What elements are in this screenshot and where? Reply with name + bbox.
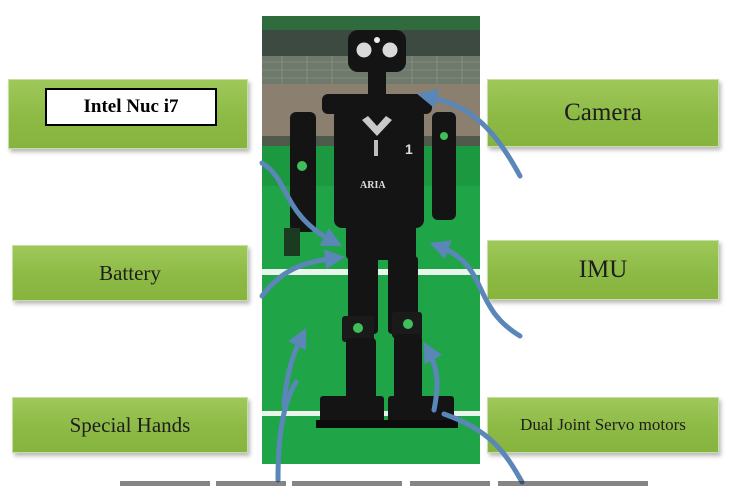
robot-eye-right: [379, 39, 401, 61]
knee-joint-left: [353, 323, 363, 333]
foot-left-plate: [316, 420, 388, 428]
robot-arm-left: [290, 112, 316, 232]
intel-nuc-label: Intel Nuc i7: [45, 88, 217, 126]
camera-label: Camera: [487, 79, 719, 147]
robot-arm-right: [432, 112, 456, 220]
chest-number: 1: [405, 141, 413, 157]
special-hand-left: [284, 228, 300, 256]
chest-brand: ARIA: [360, 180, 386, 191]
intel-nuc-label-box: Intel Nuc i7: [8, 79, 248, 149]
robot-torso: [334, 108, 424, 228]
cropped-caption: [120, 481, 648, 486]
leg-left-lower: [346, 338, 376, 400]
imu-label: IMU: [487, 240, 719, 300]
leg-right-lower: [394, 334, 422, 400]
arrow-special-hands-upper: [281, 327, 307, 409]
right-elbow-joint: [440, 132, 448, 140]
chest-stripe: [374, 140, 378, 156]
arrow-intel-nuc: [259, 160, 342, 247]
arrow-servo-lower: [441, 411, 525, 485]
arrow-camera: [417, 88, 523, 179]
camera-label-text: Camera: [564, 99, 642, 126]
knee-joint-right: [403, 319, 413, 329]
servo-motors-label: Dual Joint Servo motors: [487, 397, 719, 453]
arrow-special-hands-lower: [275, 379, 299, 483]
battery-label-text: Battery: [99, 260, 161, 285]
special-hands-label: Special Hands: [12, 397, 248, 453]
arrow-battery: [259, 249, 345, 299]
robot-eye-left: [353, 39, 375, 61]
jersey-collar: [362, 116, 392, 136]
imu-label-text: IMU: [578, 256, 628, 283]
arrow-servo-upper: [423, 342, 443, 413]
battery-label: Battery: [12, 245, 248, 301]
robot-neck: [368, 72, 386, 98]
foot-right-plate: [384, 420, 458, 428]
robot: 1 ARIA: [284, 30, 458, 428]
leg-left-upper: [348, 256, 378, 334]
robot-photo: 1 ARIA: [262, 16, 480, 464]
arrow-imu: [429, 240, 523, 339]
top-green-strip: [262, 16, 480, 30]
servo-motors-label-text: Dual Joint Servo motors: [520, 415, 686, 434]
special-hands-label-text: Special Hands: [69, 412, 191, 437]
robot-hips: [346, 224, 416, 260]
left-elbow-joint: [297, 161, 307, 171]
camera-lens: [374, 37, 380, 43]
foot-left: [320, 396, 384, 426]
